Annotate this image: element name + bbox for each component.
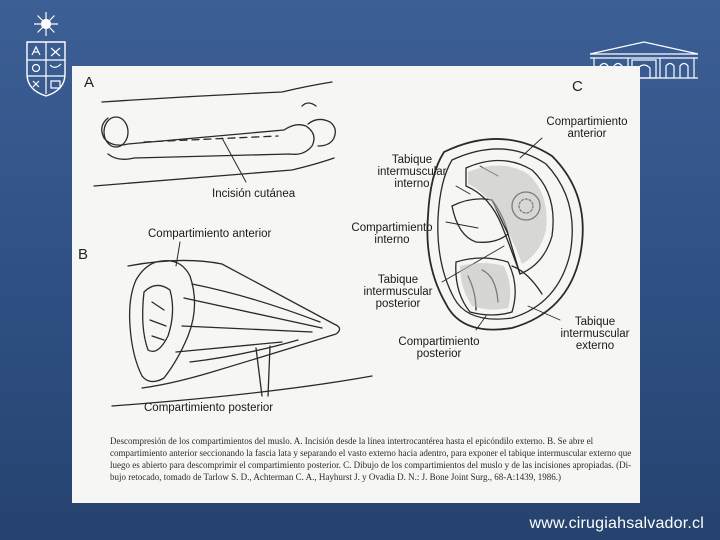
label-c-interno-line1: Compartimiento bbox=[351, 222, 433, 234]
panel-c-letter: C bbox=[572, 78, 583, 95]
website-url[interactable]: www.cirugiahsalvador.cl bbox=[529, 515, 704, 532]
caption-line-3: luego es abierto para descomprimir el co… bbox=[110, 460, 632, 470]
label-c-septum-posterior: Tabique intermuscular posterior bbox=[348, 274, 448, 310]
label-c-septum-internal-line1: Tabique bbox=[391, 154, 433, 166]
caption-line-2: compartimiento anterior seccionando la f… bbox=[110, 448, 632, 458]
panel-a-letter: A bbox=[84, 74, 95, 91]
label-c-anterior-line1: Compartimiento bbox=[546, 116, 628, 128]
label-c-septum-internal: Tabique intermuscular interno bbox=[362, 154, 462, 190]
label-c-septum-internal-line2: intermuscular bbox=[377, 166, 447, 178]
label-c-septum-external: Tabique intermuscular externo bbox=[550, 316, 640, 352]
label-c-septum-posterior-line2: intermuscular bbox=[363, 286, 433, 298]
label-incision: Incisión cutánea bbox=[212, 188, 296, 200]
caption-line-4: bujo retocado, tomado de Tarlow S. D., A… bbox=[110, 472, 561, 482]
label-c-interno-line2: interno bbox=[374, 234, 410, 246]
figure-caption: Descompresión de los compartimientos del… bbox=[110, 435, 632, 483]
figure-drawings bbox=[93, 81, 584, 407]
label-c-posterior: Compartimiento posterior bbox=[384, 336, 494, 360]
label-c-septum-internal-line3: interno bbox=[394, 178, 430, 190]
panel-a-leg-drawing bbox=[93, 81, 336, 187]
anatomy-figure: A Incisión cutánea B Compartimiento ante… bbox=[72, 66, 640, 503]
label-c-posterior-line2: posterior bbox=[416, 348, 462, 360]
university-logo bbox=[24, 10, 68, 98]
label-b-posterior: Compartimiento posterior bbox=[144, 402, 274, 414]
label-c-septum-external-line2: intermuscular bbox=[560, 328, 630, 340]
label-c-interno: Compartimiento interno bbox=[338, 222, 446, 246]
label-c-anterior: Compartimiento anterior bbox=[540, 116, 634, 140]
caption-line-1: Descompresión de los compartimientos del… bbox=[110, 436, 594, 446]
label-c-posterior-line1: Compartimiento bbox=[398, 336, 480, 348]
panel-b-letter: B bbox=[78, 246, 89, 263]
label-c-septum-external-line3: externo bbox=[575, 340, 615, 352]
label-b-anterior: Compartimiento anterior bbox=[148, 228, 272, 240]
label-c-septum-posterior-line3: posterior bbox=[375, 298, 421, 310]
panel-b-thigh-drawing bbox=[111, 241, 373, 407]
label-c-anterior-line2: anterior bbox=[567, 128, 607, 140]
label-c-septum-external-line1: Tabique bbox=[574, 316, 616, 328]
label-c-septum-posterior-line1: Tabique bbox=[377, 274, 419, 286]
